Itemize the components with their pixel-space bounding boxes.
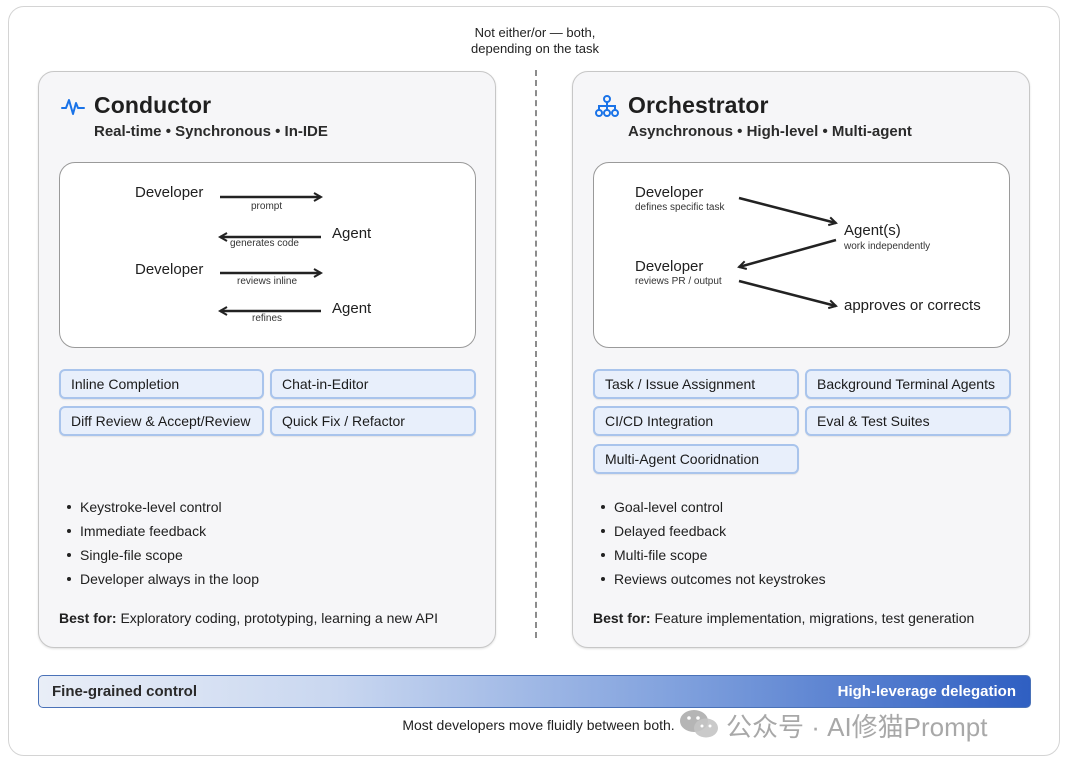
top-note-line-2: depending on the task	[471, 41, 599, 56]
list-item: Keystroke-level control	[63, 495, 259, 519]
dashed-divider	[535, 70, 537, 638]
watermark-text: 公众号 · AI修猫Prompt	[726, 712, 988, 742]
spectrum-left-label: Fine-grained control	[52, 683, 198, 700]
orchestrator-flow-arrows	[594, 196, 1011, 349]
chip-ci-cd: CI/CD Integration	[593, 406, 799, 436]
conductor-panel: Conductor Real-time • Synchronous • In-I…	[38, 71, 496, 648]
conductor-best-for: Best for: Exploratory coding, prototypin…	[59, 610, 438, 626]
orchestrator-agents: Agent(s)	[844, 222, 901, 239]
conductor-bullet-list: Keystroke-level control Immediate feedba…	[63, 495, 259, 591]
refines-label: refines	[252, 313, 283, 324]
defines-task-label: defines specific task	[635, 202, 725, 213]
top-note: Not either/or — both, depending on the t…	[430, 25, 640, 57]
orchestrator-title: Orchestrator	[628, 92, 769, 118]
list-item: Delayed feedback	[597, 519, 826, 543]
chip-multi-agent: Multi-Agent Cooridnation	[593, 444, 799, 474]
waveform-icon	[61, 99, 85, 115]
prompt-label: prompt	[251, 201, 283, 212]
chip-eval-test: Eval & Test Suites	[805, 406, 1011, 436]
conductor-subtitle: Real-time • Synchronous • In-IDE	[94, 123, 328, 140]
defines-task-arrow	[738, 196, 836, 223]
orchestrator-panel: Orchestrator Asynchronous • High-level •…	[572, 71, 1030, 648]
reviews-pr-label: reviews PR / output	[635, 276, 722, 287]
wechat-logo-icon	[680, 710, 718, 738]
list-item: Goal-level control	[597, 495, 826, 519]
conductor-agent-2: Agent	[332, 300, 372, 317]
best-for-text: Feature implementation, migrations, test…	[654, 610, 975, 626]
generates-code-label: generates code	[230, 238, 299, 249]
chip-background-agents: Background Terminal Agents	[805, 369, 1011, 399]
approves-label: approves or corrects	[844, 297, 981, 314]
list-item: Reviews outcomes not keystrokes	[597, 567, 826, 591]
chip-chat-in-editor: Chat-in-Editor	[270, 369, 476, 399]
orchestrator-best-for: Best for: Feature implementation, migrat…	[593, 610, 974, 626]
spectrum-right-label: High-leverage delegation	[837, 683, 1016, 700]
chip-inline-completion: Inline Completion	[59, 369, 264, 399]
orchestrator-subtitle: Asynchronous • High-level • Multi-agent	[628, 123, 912, 140]
list-item: Developer always in the loop	[63, 567, 259, 591]
conductor-title: Conductor	[94, 92, 212, 118]
orchestrator-flow-diagram: Developer defines specific task Agent(s)…	[593, 162, 1010, 348]
footer-caption: Most developers move fluidly between bot…	[402, 717, 675, 733]
orchestrator-developer-1: Developer	[635, 184, 704, 201]
best-for-label: Best for:	[59, 610, 117, 626]
conductor-agent-1: Agent	[332, 225, 372, 242]
orchestrator-bullet-list: Goal-level control Delayed feedback Mult…	[597, 495, 826, 591]
hierarchy-icon	[595, 95, 619, 117]
chip-task-assignment: Task / Issue Assignment	[593, 369, 799, 399]
conductor-developer-2: Developer	[135, 261, 204, 278]
work-independently-label: work independently	[844, 241, 931, 252]
conductor-flow-diagram: Developer prompt Agent generates code De…	[59, 162, 476, 348]
top-note-line-1: Not either/or — both,	[474, 25, 596, 40]
conductor-flow-arrows	[60, 163, 477, 349]
reviews-inline-label: reviews inline	[237, 276, 298, 287]
list-item: Immediate feedback	[63, 519, 259, 543]
best-for-label: Best for:	[593, 610, 651, 626]
independent-work-arrow	[739, 238, 837, 267]
list-item: Single-file scope	[63, 543, 259, 567]
chip-quick-fix: Quick Fix / Refactor	[270, 406, 476, 436]
conductor-developer-1: Developer	[135, 184, 204, 201]
best-for-text: Exploratory coding, prototyping, learnin…	[120, 610, 438, 626]
orchestrator-developer-2: Developer	[635, 258, 704, 275]
review-output-arrow	[738, 279, 836, 306]
control-spectrum-bar: Fine-grained control High-leverage deleg…	[38, 675, 1031, 708]
chip-diff-review: Diff Review & Accept/Review	[59, 406, 264, 436]
list-item: Multi-file scope	[597, 543, 826, 567]
